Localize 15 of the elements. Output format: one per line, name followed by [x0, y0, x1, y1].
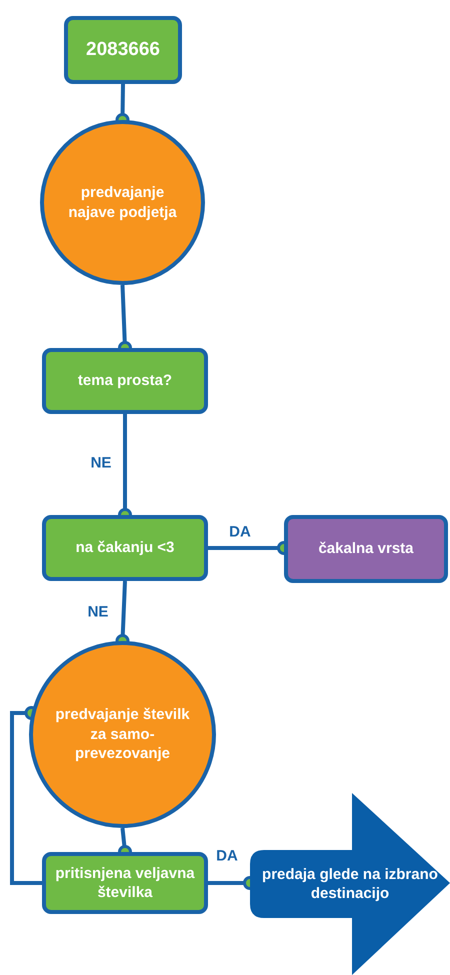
node-text: predaja glede na izbrano destinacijo: [261, 864, 439, 904]
node-text: tema prosta?: [78, 371, 172, 391]
node-text: predvajanje najave podjetja: [67, 183, 178, 222]
decision-box: [42, 348, 208, 414]
node-text: pritisnjena veljavna številka: [54, 864, 196, 902]
destination-arrow-shape: [250, 793, 450, 975]
queue-box: [284, 515, 448, 583]
node-text: čakalna vrsta: [318, 539, 414, 559]
connector: [10, 706, 42, 885]
decision-box: [42, 515, 208, 581]
start-box: [64, 16, 182, 84]
node-text: 2083666: [86, 38, 160, 62]
node-text: na čakanju <3: [76, 538, 174, 558]
node-text: predvajanje številk za samo-prevezovanje: [54, 705, 191, 764]
decision-box: [42, 852, 208, 914]
